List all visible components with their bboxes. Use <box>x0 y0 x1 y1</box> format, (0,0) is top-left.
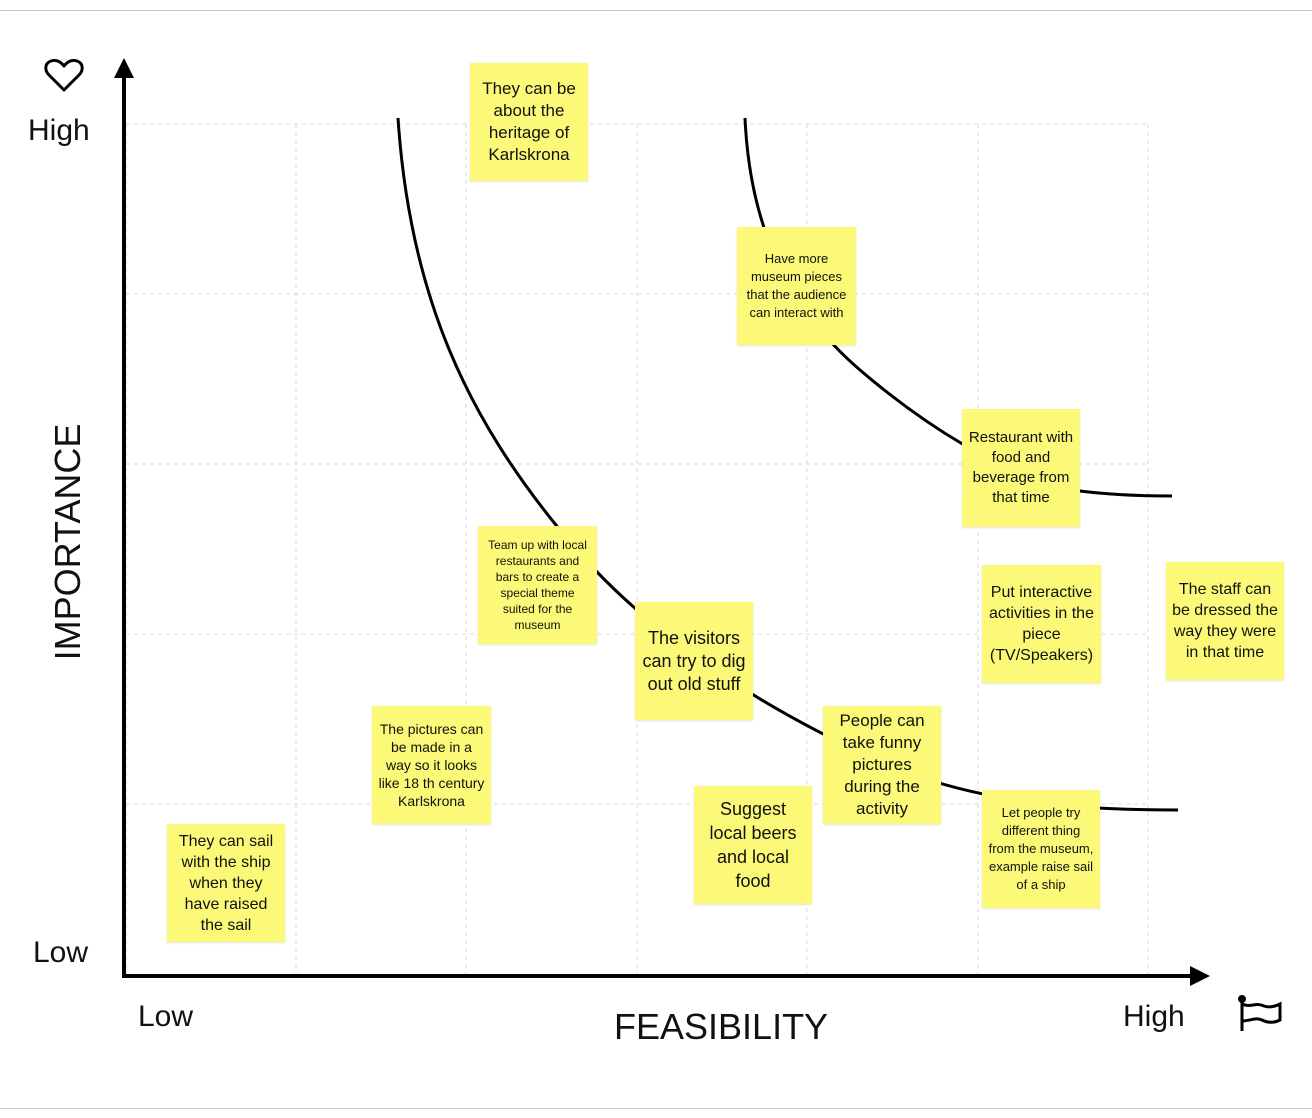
sticky-note-try-things[interactable]: Let people try different thing from the … <box>982 790 1100 908</box>
x-low-label: Low <box>138 1000 194 1033</box>
heart-icon <box>44 58 84 92</box>
note-text: People can take funny pictures during th… <box>839 711 925 818</box>
note-text: Let people try different thing from the … <box>988 805 1094 892</box>
sticky-note-staff-dressed[interactable]: The staff can be dressed the way they we… <box>1166 562 1284 680</box>
sticky-note-team-up[interactable]: Team up with local restaurants and bars … <box>478 526 597 644</box>
y-high-label: High <box>28 114 90 147</box>
note-text: They can sail with the ship when they ha… <box>178 832 274 934</box>
flag-icon <box>1238 995 1282 1031</box>
sticky-note-sail[interactable]: They can sail with the ship when they ha… <box>167 824 285 942</box>
sticky-note-heritage[interactable]: They can be about the heritage of Karlsk… <box>470 63 588 181</box>
note-text: The pictures can be made in a way so it … <box>378 721 485 809</box>
sticky-note-funny-pictures[interactable]: People can take funny pictures during th… <box>823 706 941 824</box>
y-axis-title: IMPORTANCE <box>47 423 88 661</box>
note-text: They can be about the heritage of Karlsk… <box>482 79 576 164</box>
x-axis-title: FEASIBILITY <box>614 1006 829 1047</box>
note-text: The visitors can try to dig out old stuf… <box>642 627 746 694</box>
top-border <box>0 10 1312 11</box>
sticky-note-local-beers[interactable]: Suggest local beers and local food <box>694 786 812 904</box>
note-text: Put interactive activities in the piece … <box>989 584 1094 664</box>
y-low-label: Low <box>33 936 89 969</box>
sticky-note-pictures[interactable]: The pictures can be made in a way so it … <box>372 706 491 824</box>
y-axis-arrowhead <box>114 58 134 78</box>
note-text: The staff can be dressed the way they we… <box>1172 581 1278 661</box>
x-axis-arrowhead <box>1190 966 1210 986</box>
x-high-label: High <box>1123 1000 1185 1033</box>
note-text: Suggest local beers and local food <box>709 799 797 891</box>
sticky-note-museum-pieces[interactable]: Have more museum pieces that the audienc… <box>737 227 856 345</box>
sticky-note-interactive[interactable]: Put interactive activities in the piece … <box>982 565 1101 683</box>
note-text: Restaurant with food and beverage from t… <box>968 429 1074 506</box>
bottom-border <box>0 1108 1312 1109</box>
sticky-note-restaurant[interactable]: Restaurant with food and beverage from t… <box>962 409 1080 527</box>
note-text: Have more museum pieces that the audienc… <box>746 251 847 320</box>
sticky-note-dig-out[interactable]: The visitors can try to dig out old stuf… <box>635 602 753 720</box>
note-text: Team up with local restaurants and bars … <box>488 538 587 632</box>
